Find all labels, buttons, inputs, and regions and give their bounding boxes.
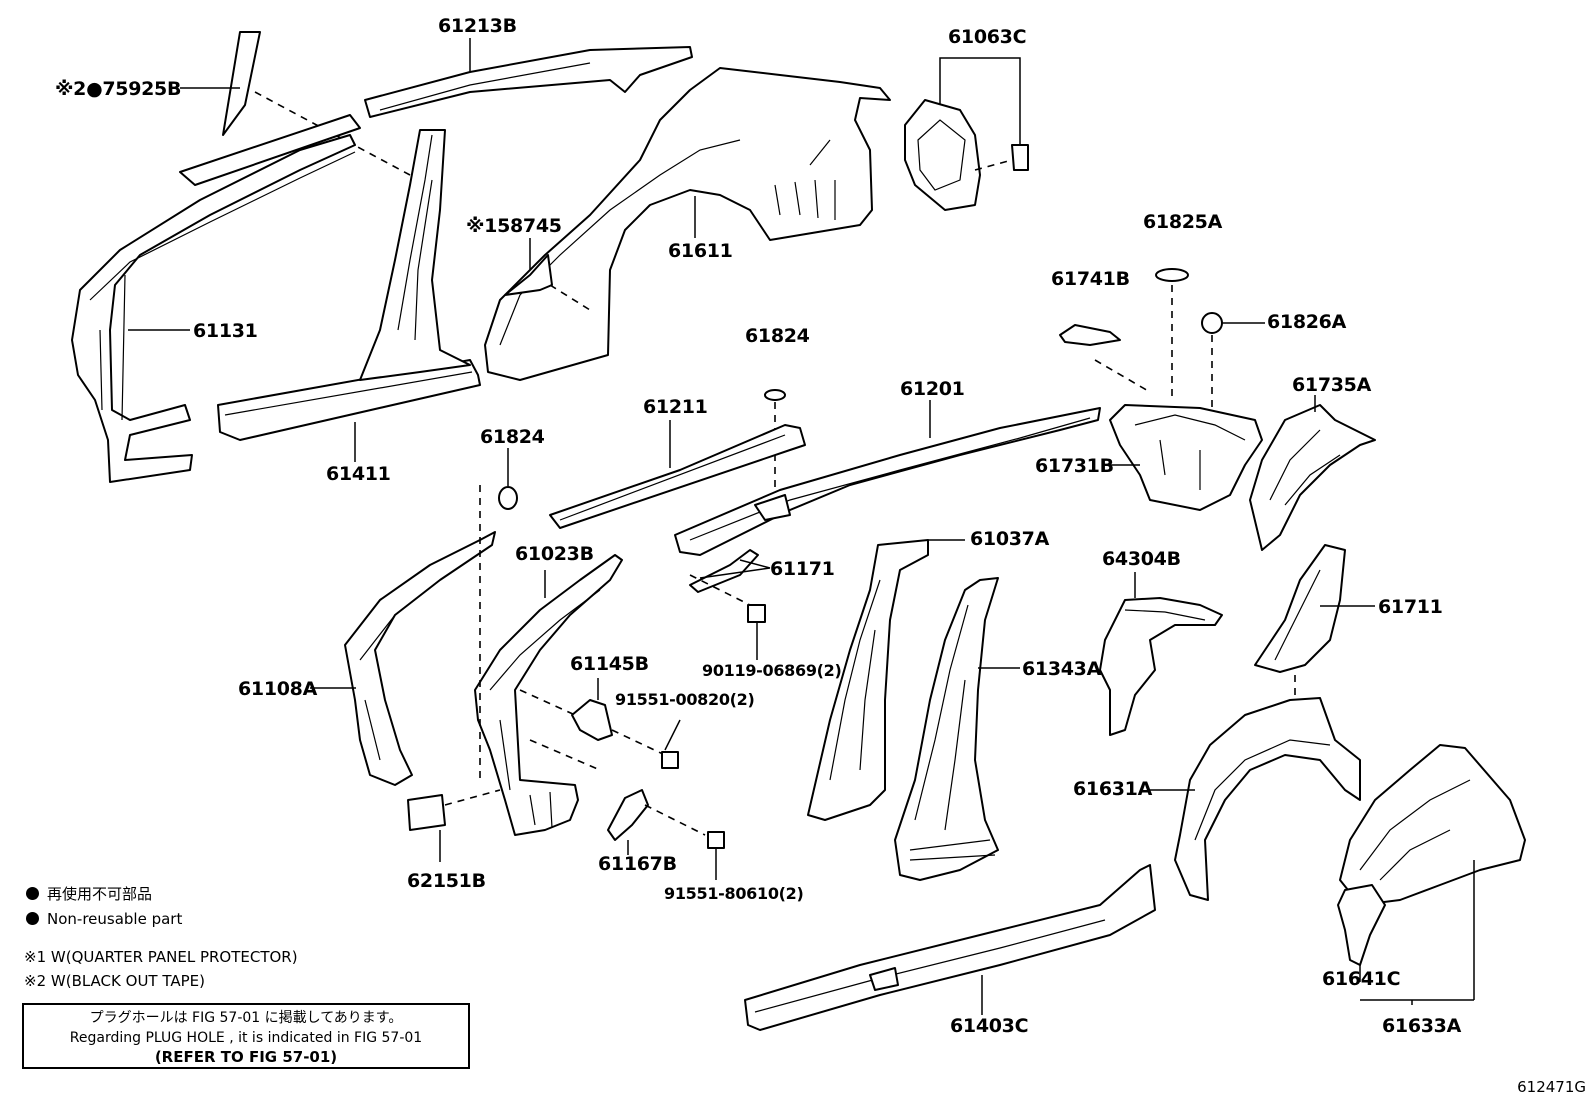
label-62151b: 62151B bbox=[407, 870, 486, 892]
part-61403c-shape bbox=[744, 864, 1156, 1031]
part-61711-shape bbox=[1254, 544, 1346, 673]
part-61145b-shape bbox=[571, 699, 613, 741]
label-61824-mid: 61824 bbox=[480, 426, 545, 448]
part-61411-shape bbox=[217, 359, 481, 441]
label-61023b: 61023B bbox=[515, 543, 594, 565]
part-61824-upper-shape bbox=[764, 389, 786, 401]
label-61145b: 61145B bbox=[570, 653, 649, 675]
label-61741b: 61741B bbox=[1051, 268, 1130, 290]
label-91551-00820: 91551-00820(2) bbox=[615, 690, 755, 709]
part-61824-mid-shape bbox=[498, 486, 518, 510]
label-61037a: 61037A bbox=[970, 528, 1050, 550]
label-61171: 61171 bbox=[770, 558, 835, 580]
part-75925b-shape bbox=[222, 31, 261, 136]
label-61167b: 61167B bbox=[598, 853, 677, 875]
label-61826a: 61826A bbox=[1267, 311, 1347, 333]
label-61825a: 61825A bbox=[1143, 211, 1223, 233]
reference-line-refer: (REFER TO FIG 57-01) bbox=[154, 1048, 338, 1066]
legend-non-reusable-jp: 再使用不可部品 bbox=[26, 887, 152, 902]
part-61631a-shape bbox=[1174, 697, 1361, 901]
part-61211-shape bbox=[549, 424, 806, 529]
part-61023b-shape bbox=[474, 554, 623, 836]
part-61213b-shape bbox=[364, 46, 693, 118]
label-61063c: 61063C bbox=[948, 26, 1027, 48]
label-75925b: ※2●75925B bbox=[55, 78, 182, 100]
label-61731b: 61731B bbox=[1035, 455, 1114, 477]
label-61641c: 61641C bbox=[1322, 968, 1401, 990]
illustration-number: 612471G bbox=[1517, 1078, 1586, 1096]
label-61411: 61411 bbox=[326, 463, 391, 485]
part-158745-shape bbox=[504, 254, 553, 296]
part-61063c-clip-shape bbox=[1011, 144, 1029, 171]
part-62151b-shape bbox=[407, 794, 446, 831]
part-61063c-shape bbox=[904, 99, 981, 211]
bullet-icon bbox=[26, 912, 39, 925]
part-61825a-shape bbox=[1155, 268, 1189, 282]
label-61211: 61211 bbox=[643, 396, 708, 418]
legend-non-reusable-en: Non-reusable part bbox=[26, 912, 182, 927]
part-61611-shape bbox=[484, 67, 891, 381]
label-61824-upper: 61824 bbox=[745, 325, 810, 347]
label-64304b: 64304B bbox=[1102, 548, 1181, 570]
bolt-91551-00820-shape bbox=[661, 751, 679, 769]
label-61213b: 61213B bbox=[438, 15, 517, 37]
part-64304b-shape bbox=[1099, 597, 1223, 736]
legend-note-2: ※2 W(BLACK OUT TAPE) bbox=[24, 972, 205, 990]
part-61343a-shape bbox=[894, 577, 999, 881]
reference-line-jp: プラグホールは FIG 57-01 に掲載してあります。 bbox=[89, 1010, 403, 1026]
label-61403c: 61403C bbox=[950, 1015, 1029, 1037]
label-158745: ※158745 bbox=[466, 215, 562, 237]
part-b-pillar-outer-shape bbox=[359, 129, 471, 381]
label-61108a: 61108A bbox=[238, 678, 318, 700]
part-61633a-shape bbox=[1339, 744, 1526, 906]
label-90119-06869: 90119-06869(2) bbox=[702, 661, 842, 680]
part-61731b-shape bbox=[1109, 404, 1263, 511]
part-61167b-shape bbox=[607, 789, 649, 841]
part-61213b-front-shape bbox=[179, 114, 361, 186]
part-61641c-shape bbox=[1337, 884, 1386, 966]
part-61131-shape bbox=[71, 134, 356, 483]
label-61631a: 61631A bbox=[1073, 778, 1153, 800]
bolt-90119-shape bbox=[747, 604, 766, 623]
part-61108a-shape bbox=[344, 531, 496, 786]
label-61343a: 61343A bbox=[1022, 658, 1102, 680]
label-91551-80610: 91551-80610(2) bbox=[664, 884, 804, 903]
part-61741b-shape bbox=[1059, 324, 1121, 346]
legend-note-1: ※1 W(QUARTER PANEL PROTECTOR) bbox=[24, 948, 298, 966]
bullet-icon bbox=[26, 887, 39, 900]
label-61131: 61131 bbox=[193, 320, 258, 342]
label-61633a: 61633A bbox=[1382, 1015, 1462, 1037]
part-61826a-shape bbox=[1201, 312, 1223, 334]
label-61611: 61611 bbox=[668, 240, 733, 262]
label-61711: 61711 bbox=[1378, 596, 1443, 618]
bolt-91551-80610-shape bbox=[707, 831, 725, 849]
reference-box: プラグホールは FIG 57-01 に掲載してあります。 Regarding P… bbox=[22, 1003, 470, 1069]
part-61735a-shape bbox=[1249, 404, 1376, 551]
label-61201: 61201 bbox=[900, 378, 965, 400]
label-61735a: 61735A bbox=[1292, 374, 1372, 396]
reference-line-en: Regarding PLUG HOLE , it is indicated in… bbox=[69, 1030, 423, 1046]
